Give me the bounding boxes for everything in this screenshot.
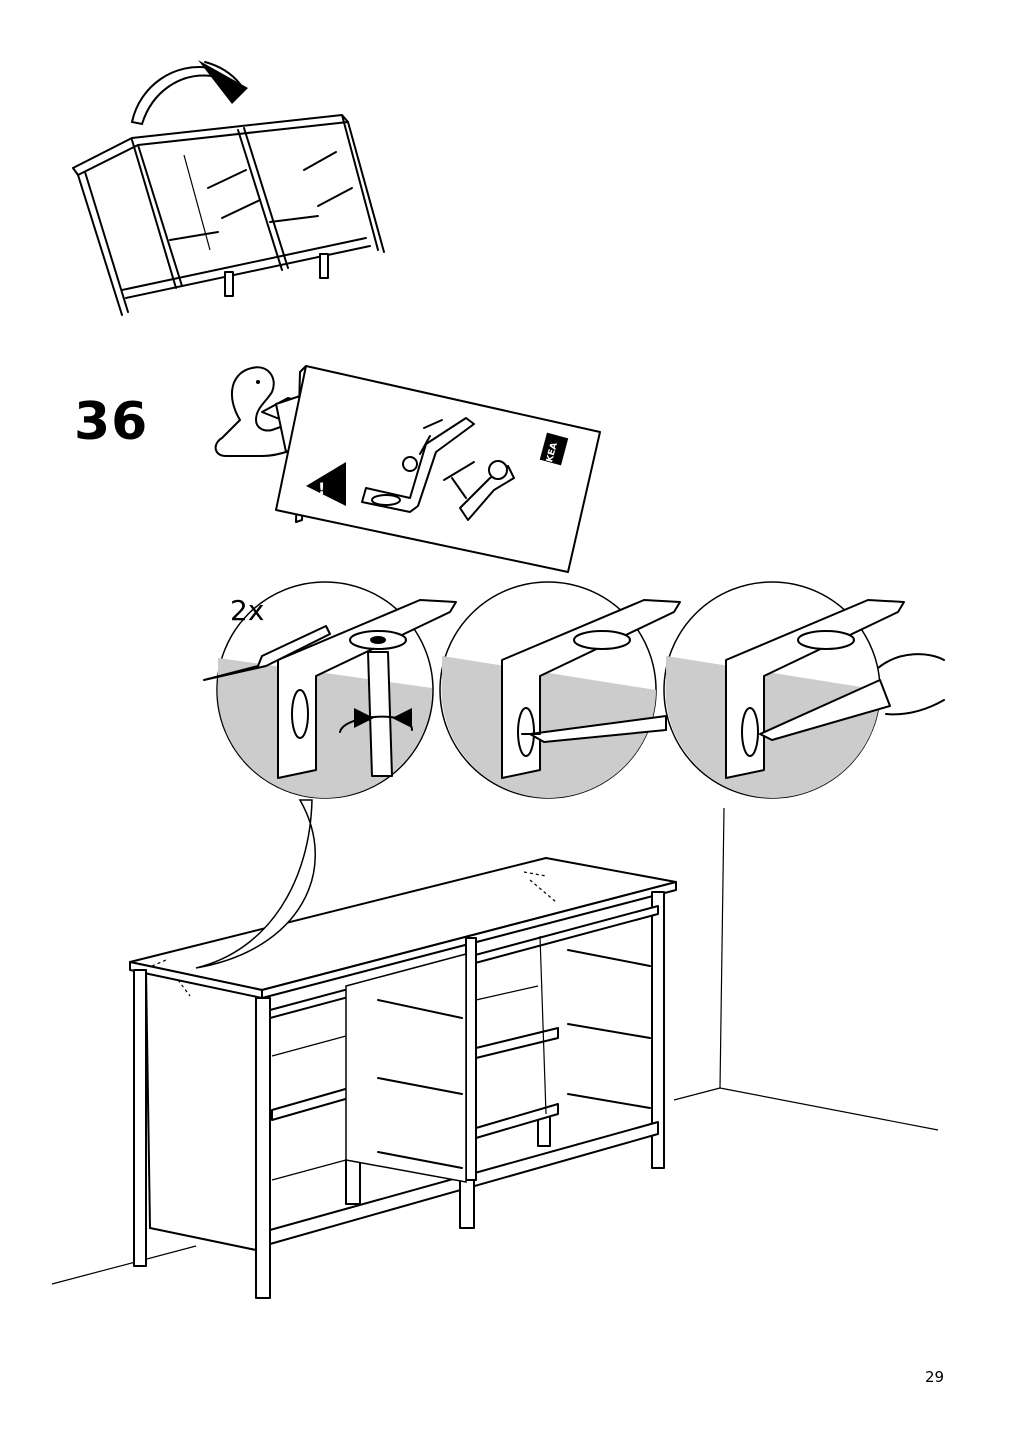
wall-bracket-drawing (361, 417, 475, 513)
page-number: 29 (925, 1368, 945, 1386)
step-number: 36 (74, 392, 149, 452)
detail-circle-1 (203, 581, 457, 799)
warning-triangle-icon (306, 462, 346, 506)
pencil (529, 715, 667, 743)
detail-circle-2 (439, 581, 681, 799)
screwdriver-bit (367, 651, 393, 777)
safety-leaflet: ! IKEA (275, 365, 601, 573)
svg-text:!: ! (318, 479, 325, 498)
upside-down-frame (72, 114, 385, 316)
quantity-label: 2x (230, 594, 265, 627)
insert-arrow-icon (203, 625, 331, 681)
callout-pointer (195, 799, 316, 969)
wall-corner (51, 807, 939, 1285)
detail-circle-3 (663, 581, 945, 799)
rotate-arrow-icon (130, 60, 248, 126)
sideboard (129, 799, 677, 1299)
drill (759, 679, 891, 741)
